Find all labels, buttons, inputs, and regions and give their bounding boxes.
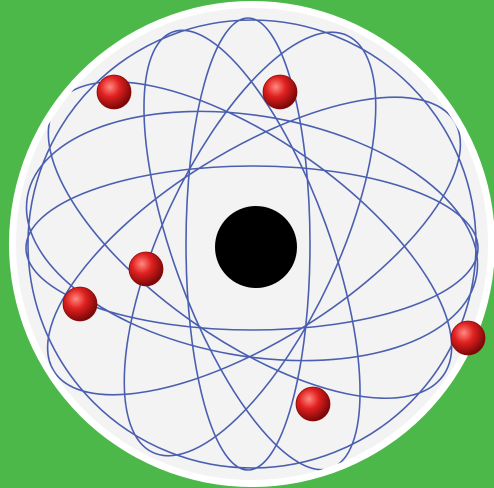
electron [296,387,330,421]
nucleus [215,206,297,288]
electron [63,287,97,321]
electron [263,75,297,109]
electron [451,321,485,355]
electron [97,75,131,109]
electron [129,252,163,286]
